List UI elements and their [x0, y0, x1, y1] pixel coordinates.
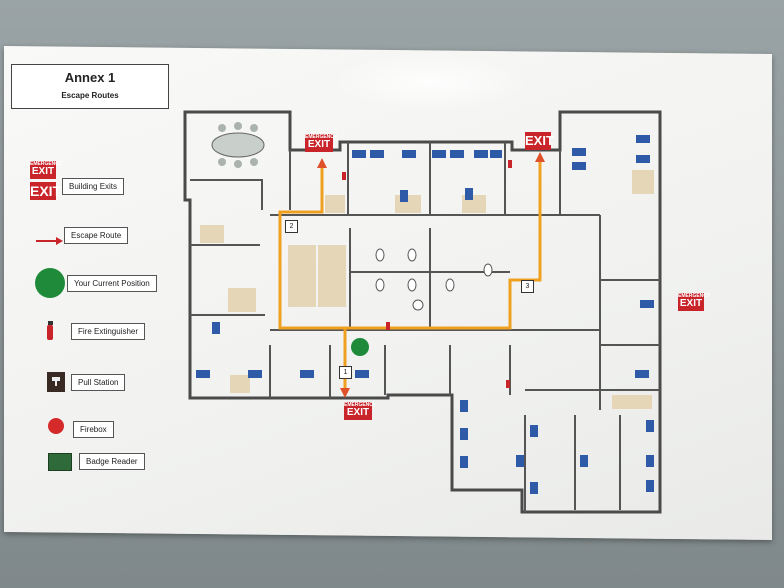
exit-sign-emergency-text: EMERGENCY: [305, 134, 338, 140]
conference-table: [211, 122, 265, 168]
legend-label-building-exits: Building Exits: [62, 178, 125, 195]
exit-sign-icon: EMERGENCY EXIT: [30, 161, 63, 179]
route-arrowheads: [317, 152, 545, 398]
escape-route: [278, 160, 542, 390]
exit-sign-icon: EXIT: [30, 182, 62, 200]
exit-sign-exit-text: EXIT: [679, 298, 703, 309]
exit-sign-icon: EMERGENCY EXIT: [678, 293, 711, 311]
route-label: 2: [285, 220, 298, 233]
legend-label-escape-route: Escape Route: [64, 227, 129, 244]
legend-label-current-position: Your Current Position: [67, 275, 157, 292]
fire-extinguisher-icon: [47, 321, 53, 340]
arrow-icon: [36, 237, 63, 245]
pull-station-icon: [47, 372, 65, 392]
exit-sign-exit-text: EXIT: [31, 166, 55, 177]
legend-label-firebox: Firebox: [73, 421, 114, 438]
exterior-walls: [183, 110, 662, 514]
furniture-tan: [200, 170, 654, 409]
map-title: Annex 1: [64, 70, 116, 85]
exit-sign-icon: EXIT: [525, 132, 554, 150]
exit-sign-exit-text: EXIT: [346, 407, 370, 418]
legend-label-fire-extinguisher: Fire Extinguisher: [71, 323, 146, 340]
exit-sign-icon: EMERGENCY EXIT: [344, 402, 377, 420]
route-label: 3: [521, 280, 534, 293]
interior-walls: [190, 142, 660, 512]
exit-sign-exit-text: EXIT: [30, 183, 62, 199]
exit-sign-emergency-text: EMERGENCY: [678, 293, 711, 299]
map-subtitle: Escape Routes: [61, 91, 119, 100]
firebox-icon: [48, 418, 64, 434]
badge-reader-icon: [48, 453, 72, 471]
restroom-fixtures: [375, 248, 493, 311]
exit-sign-emergency-text: EMERGENCY: [30, 161, 63, 167]
exit-sign-exit-text: EXIT: [525, 133, 554, 148]
glare: [330, 52, 530, 112]
exit-sign-exit-text: EXIT: [307, 139, 331, 150]
exit-sign-icon: EMERGENCY EXIT: [305, 134, 338, 152]
legend-label-badge-reader: Badge Reader: [79, 453, 145, 470]
desks: [196, 135, 654, 494]
title-box: Annex 1 Escape Routes: [11, 64, 169, 109]
current-position-marker: [351, 338, 369, 356]
current-position-icon: [35, 268, 65, 298]
exit-sign-emergency-text: EMERGENCY: [344, 402, 377, 408]
route-label: 1: [339, 366, 352, 379]
extinguisher-marks: [342, 160, 512, 388]
legend-label-pull-station: Pull Station: [71, 374, 126, 391]
